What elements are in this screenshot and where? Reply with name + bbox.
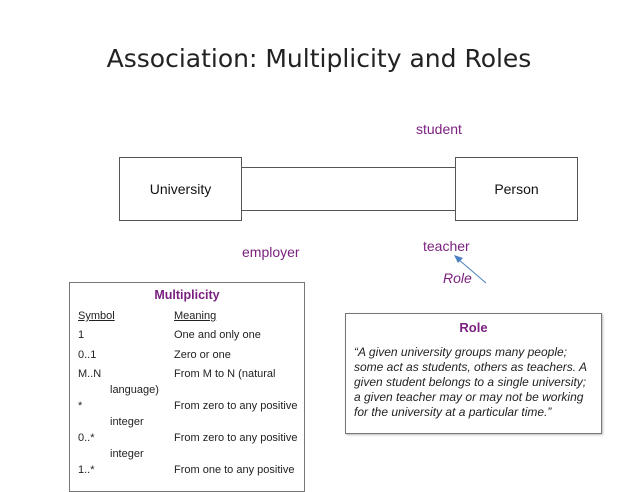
meaning-continued: language) <box>110 384 159 396</box>
role-teacher: teacher <box>423 238 470 254</box>
symbol: 1 <box>78 329 85 341</box>
association-line-bottom <box>241 210 455 211</box>
role-quote: “A given university groups many people; … <box>354 345 587 419</box>
role-employer: employer <box>242 244 300 260</box>
meaning-continued: integer <box>110 448 144 460</box>
role-student: student <box>416 121 462 137</box>
role-annotation: Role <box>443 270 472 286</box>
meaning: From M to N (natural <box>174 368 276 380</box>
symbol: 0..* <box>78 432 95 444</box>
arrow-icon <box>454 255 487 284</box>
class-university: University <box>119 157 242 221</box>
slide-title: Association: Multiplicity and Roles <box>106 44 532 73</box>
symbol: 0..1 <box>78 349 97 361</box>
symbol: * <box>78 400 83 412</box>
multiplicity-heading: Multiplicity <box>154 288 220 302</box>
meaning: Zero or one <box>174 349 231 361</box>
column-header-meaning: Meaning <box>174 310 217 322</box>
role-heading: Role <box>459 320 488 335</box>
symbol: M..N <box>78 368 102 380</box>
multiplicity-table: Multiplicity Symbol Meaning 1 One and on… <box>69 282 305 492</box>
symbol: 1..* <box>78 464 95 476</box>
column-header-symbol: Symbol <box>78 310 115 322</box>
role-definition-box: Role “A given university groups many peo… <box>345 313 602 434</box>
meaning: From one to any positive <box>174 464 295 476</box>
meaning-continued: integer <box>110 416 144 428</box>
meaning: One and only one <box>174 329 261 341</box>
meaning: From zero to any positive <box>174 432 298 444</box>
meaning: From zero to any positive <box>174 400 298 412</box>
class-person: Person <box>455 157 578 221</box>
association-line-top <box>241 167 455 168</box>
